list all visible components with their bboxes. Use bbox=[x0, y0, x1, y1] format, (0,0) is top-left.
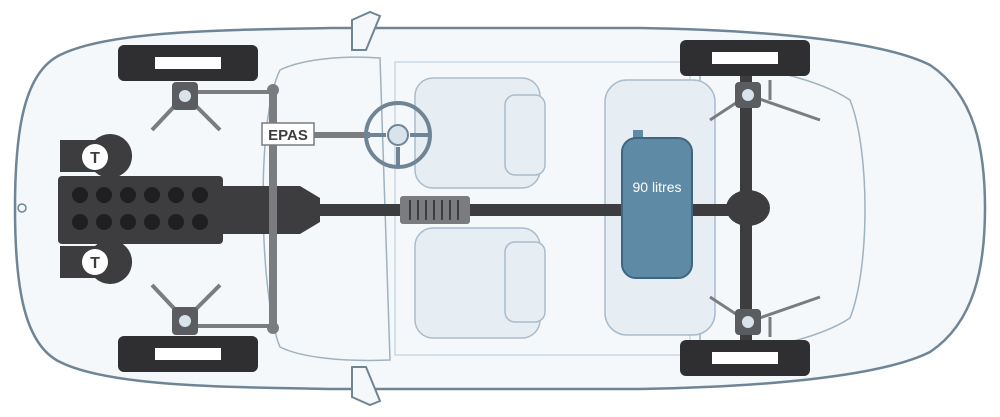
svg-text:90 litres: 90 litres bbox=[632, 179, 681, 195]
wheel-front-right bbox=[118, 336, 258, 372]
epas-label: EPAS bbox=[261, 122, 315, 146]
front-seat-bottom bbox=[414, 227, 546, 339]
turbo-bottom: T bbox=[60, 240, 133, 284]
wheel-front-left bbox=[118, 45, 258, 81]
turbo-top: T bbox=[60, 134, 133, 178]
wheel-rear-right bbox=[680, 340, 810, 376]
front-seat-top bbox=[414, 77, 546, 189]
svg-text:EPAS: EPAS bbox=[268, 127, 308, 144]
svg-text:T: T bbox=[90, 255, 100, 272]
front-badge bbox=[17, 203, 27, 213]
differential bbox=[726, 190, 770, 226]
fuel-tank: 90 litres bbox=[621, 130, 693, 279]
mirror-bottom bbox=[351, 366, 382, 407]
engine-block bbox=[58, 176, 223, 244]
mirror-top bbox=[351, 10, 382, 51]
windscreen bbox=[262, 56, 391, 362]
steering-rack bbox=[269, 90, 277, 330]
wheel-rear-left bbox=[680, 40, 810, 76]
engine-cylinders bbox=[72, 187, 208, 230]
steering-wheel bbox=[364, 101, 432, 169]
svg-text:T: T bbox=[90, 150, 100, 167]
